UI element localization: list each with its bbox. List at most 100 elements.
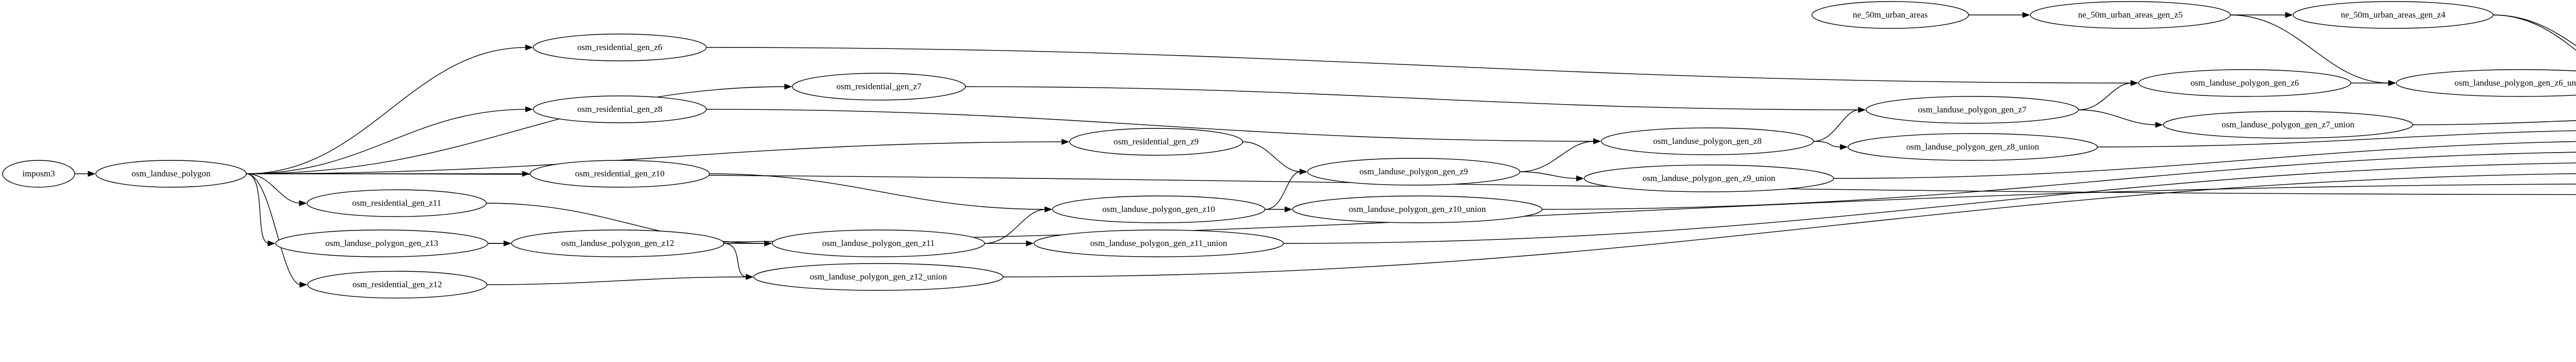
node-ellipse [1052,195,1265,223]
edge-osm_landuse_polygon--to--osm_residential_gen_z9 [246,141,1063,174]
node-label: ne_50m_urban_areas [1853,10,1927,20]
node-label: osm_landuse_polygon_gen_z11 [822,238,935,248]
node-label: ne_50m_urban_areas_gen_z5 [2078,10,2183,20]
node-label: osm_landuse_polygon_gen_z10 [1102,204,1215,214]
node-ne_50m_urban_areas_gen_z5[interactable]: ne_50m_urban_areas_gen_z5 [2030,1,2231,29]
node-label: osm_landuse_polygon_gen_z7 [1918,105,2027,114]
node-osm_landuse_polygon_gen_z8_union[interactable]: osm_landuse_polygon_gen_z8_union [1848,133,2098,161]
node-osm_landuse_polygon_gen_z10_union[interactable]: osm_landuse_polygon_gen_z10_union [1292,195,1543,223]
node-osm_landuse_polygon_gen_z8[interactable]: osm_landuse_polygon_gen_z8 [1601,127,1814,155]
node-ne_50m_urban_areas_gen_z4[interactable]: ne_50m_urban_areas_gen_z4 [2293,1,2494,29]
edge-arrowhead [2285,12,2293,18]
node-ellipse [1866,96,2079,124]
node-label: osm_landuse_polygon_gen_z9 [1360,167,1468,176]
node-label: osm_landuse_polygon_gen_z6_union [2454,78,2576,88]
edge-arrowhead [1840,144,1848,150]
edge-arrowhead [2130,80,2139,86]
edge-osm_landuse_polygon_gen_z8--to--osm_landuse_polygon_gen_z7 [1813,109,1860,142]
edge-osm_landuse_polygon--to--osm_landuse_polygon_gen_z13 [246,173,269,244]
edge-osm_landuse_polygon_gen_z10_union--to--layer_landuse.z10 [1541,152,2576,210]
edge-osm_landuse_polygon_gen_z12--to--osm_landuse_polygon_gen_z12_union [723,243,748,277]
edge-osm_landuse_polygon_gen_z7--to--osm_landuse_polygon_gen_z7_union [2078,109,2157,125]
node-ellipse [772,229,985,257]
node-ellipse [1292,195,1543,223]
edge-arrowhead [1284,206,1293,212]
node-osm_residential_gen_z9[interactable]: osm_residential_gen_z9 [1069,128,1243,156]
node-ellipse [275,229,488,257]
node-label: osm_landuse_polygon_gen_z11_union [1090,238,1227,248]
node-osm_landuse_polygon_gen_z7_union[interactable]: osm_landuse_polygon_gen_z7_union [2163,111,2413,139]
node-label: osm_residential_gen_z9 [1113,137,1198,146]
node-ellipse [1601,127,1814,155]
edge-arrowhead [522,171,530,177]
edge-arrowhead [525,44,533,51]
node-osm_landuse_polygon_gen_z7[interactable]: osm_landuse_polygon_gen_z7 [1866,96,2079,124]
node-osm_residential_gen_z8[interactable]: osm_residential_gen_z8 [533,95,707,123]
node-label: osm_landuse_polygon_gen_z8_union [1906,142,2039,152]
edge-osm_landuse_polygon--to--osm_residential_gen_z11 [246,173,301,204]
edge-arrowhead [1858,107,1866,113]
edge-osm_residential_gen_z8--to--osm_landuse_polygon_gen_z8 [706,109,1595,142]
node-label: osm_landuse_polygon_gen_z12_union [810,272,947,282]
node-osm_residential_gen_z11[interactable]: osm_residential_gen_z11 [307,189,487,217]
node-osm_residential_gen_z6[interactable]: osm_residential_gen_z6 [533,34,707,61]
node-osm_landuse_polygon_gen_z11_union[interactable]: osm_landuse_polygon_gen_z11_union [1033,229,1284,257]
node-osm_landuse_polygon_gen_z10[interactable]: osm_landuse_polygon_gen_z10 [1052,195,1265,223]
node-ellipse [2163,111,2413,139]
edge-osm_landuse_polygon_gen_z7_union--to--layer_landuse.z7 [2412,120,2576,125]
edge-osm_landuse_polygon--to--osm_residential_gen_z8 [246,109,527,174]
node-osm_landuse_polygon_gen_z9_union[interactable]: osm_landuse_polygon_gen_z9_union [1584,164,1834,192]
edge-osm_landuse_polygon--to--osm_residential_gen_z6 [246,47,527,174]
edge-arrowhead [299,282,308,288]
edge-osm_landuse_polygon_gen_z12_union--to--layer_landuse.z12 [1003,173,2576,277]
node-ellipse [2,160,75,188]
edge-osm_residential_gen_z12--to--osm_landuse_polygon_gen_z12_union [486,276,748,285]
node-ne_50m_urban_areas[interactable]: ne_50m_urban_areas [1811,1,1969,29]
nodes-layer: imposm3 osm_landuse_polygon osm_residentia… [2,1,2576,299]
node-label: osm_landuse_polygon [132,169,211,178]
node-osm_landuse_polygon_gen_z13[interactable]: osm_landuse_polygon_gen_z13 [275,229,488,257]
node-osm_landuse_polygon_gen_z12[interactable]: osm_landuse_polygon_gen_z12 [511,229,724,257]
node-osm_residential_gen_z7[interactable]: osm_residential_gen_z7 [792,73,966,101]
node-label: imposm3 [22,169,55,178]
node-ellipse [1069,128,1243,156]
edge-arrowhead [1061,139,1070,145]
edge-ne_50m_urban_areas_gen_z4--to--layer_landuse.z4 [2493,14,2576,46]
node-ellipse [307,189,487,217]
node-label: osm_residential_gen_z10 [575,169,665,178]
node-osm_residential_gen_z10[interactable]: osm_residential_gen_z10 [530,160,710,188]
node-ellipse [792,73,966,101]
node-ellipse [530,160,710,188]
node-label: osm_landuse_polygon_gen_z9_union [1642,173,1775,183]
edge-osm_residential_gen_z6--to--osm_landuse_polygon_gen_z6 [706,47,2132,84]
edge-osm_residential_gen_z9--to--osm_landuse_polygon_gen_z9 [1242,141,1301,172]
node-ellipse [533,34,707,61]
edge-osm_landuse_polygon_gen_z11_union--to--layer_landuse.z11 [1283,162,2576,244]
node-osm_landuse_polygon_gen_z9[interactable]: osm_landuse_polygon_gen_z9 [1307,158,1520,186]
node-osm_landuse_polygon[interactable]: osm_landuse_polygon [95,160,247,188]
edge-arrowhead [88,171,96,177]
node-label: osm_landuse_polygon_gen_z12 [561,238,674,248]
node-osm_landuse_polygon_gen_z6_union[interactable]: osm_landuse_polygon_gen_z6_union [2396,69,2576,97]
node-osm_landuse_polygon_gen_z6[interactable]: osm_landuse_polygon_gen_z6 [2138,69,2351,97]
edge-osm_landuse_polygon_gen_z10--to--osm_landuse_polygon_gen_z9 [1264,171,1301,210]
node-ellipse [2293,1,2494,29]
edge-arrowhead [525,106,533,112]
edge-osm_landuse_polygon_gen_z9_union--to--layer_landuse.z9 [1833,141,2576,179]
node-ellipse [511,229,724,257]
node-ellipse [533,95,707,123]
node-ellipse [753,263,1004,291]
edge-osm_landuse_polygon_gen_z11--to--osm_landuse_polygon_gen_z10 [984,209,1046,244]
node-imposm3[interactable]: imposm3 [2,160,75,188]
edge-arrowhead [299,200,307,206]
node-osm_landuse_polygon_gen_z12_union[interactable]: osm_landuse_polygon_gen_z12_union [753,263,1004,291]
edge-osm_landuse_polygon_gen_z9--to--osm_landuse_polygon_gen_z8 [1519,141,1595,172]
edge-osm_landuse_polygon--to--osm_residential_gen_z12 [246,173,301,285]
node-label: osm_residential_gen_z6 [577,42,662,52]
node-label: osm_landuse_polygon_gen_z13 [325,238,438,248]
node-osm_landuse_polygon_gen_z11[interactable]: osm_landuse_polygon_gen_z11 [772,229,985,257]
node-osm_residential_gen_z12[interactable]: osm_residential_gen_z12 [307,271,487,299]
node-label: osm_landuse_polygon_gen_z7_union [2222,120,2354,129]
edge-arrowhead [784,84,792,90]
